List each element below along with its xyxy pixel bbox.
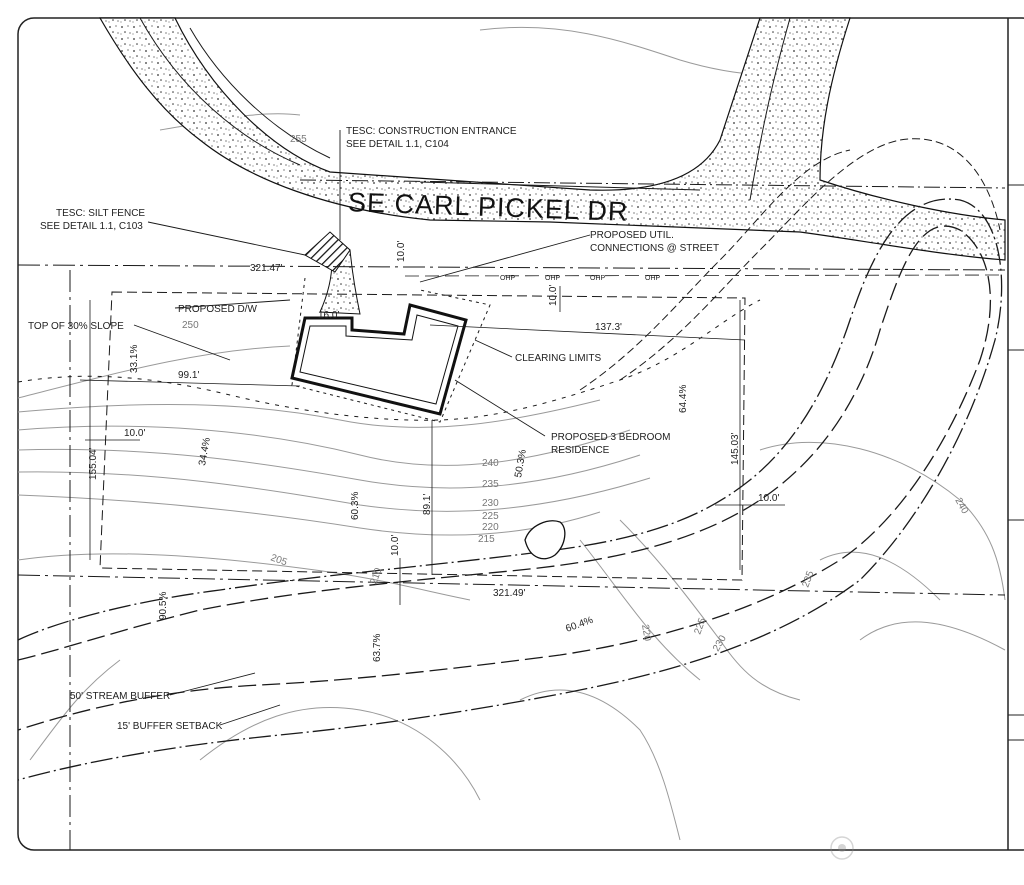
ohp-label-4: OHP	[645, 275, 661, 282]
dim-slope-7: 63.7%	[372, 634, 383, 662]
contour-label-240a: 240	[482, 458, 499, 469]
dim-east-line: 145.03'	[730, 432, 741, 465]
dim-slope-5: 64.4%	[678, 385, 689, 413]
boulder	[524, 520, 566, 560]
dim-slope-1: 33.1%	[129, 345, 140, 373]
contour-label-255: 255	[290, 134, 307, 145]
clearing-limits-line	[291, 277, 491, 423]
dim-setback-north: 10.0'	[396, 241, 407, 262]
dimension-lines	[79, 286, 785, 605]
dim-driveway-width: 16.0'	[318, 310, 339, 321]
contour-lines	[17, 26, 1006, 841]
callout-residence-2: RESIDENCE	[551, 445, 610, 456]
contour-label-225b: 225	[692, 616, 708, 636]
ohp-label-1: OHP	[500, 275, 516, 282]
ohp-label-2: OHP	[545, 275, 561, 282]
callout-proposed-dw: PROPOSED D/W	[178, 304, 257, 315]
contour-label-220: 220	[482, 522, 499, 533]
callout-labels: TESC: CONSTRUCTION ENTRANCE SEE DETAIL 1…	[28, 126, 719, 732]
callout-silt-fence: TESC: SILT FENCE	[56, 208, 145, 219]
callout-stream-buffer: 50' STREAM BUFFER	[70, 691, 170, 702]
title-block-dividers	[1008, 184, 1024, 741]
dim-south-offset: 89.1'	[422, 494, 433, 515]
dim-slope-2: 34.4%	[197, 437, 213, 467]
dim-slope-8: 60.4%	[564, 615, 595, 635]
contour-label-250: 250	[182, 320, 199, 331]
callout-buffer-setback: 15' BUFFER SETBACK	[117, 721, 223, 732]
dim-setback-east: 10.0'	[758, 493, 779, 504]
dim-slope-3: 60.3%	[350, 492, 361, 520]
dim-setback-south: 10.0'	[390, 535, 401, 556]
dim-west-line: 155.04'	[88, 447, 99, 480]
contour-label-225: 225	[482, 511, 499, 522]
callout-util-connections-2: CONNECTIONS @ STREET	[590, 243, 719, 254]
stream-buffer-line	[17, 225, 991, 731]
contour-label-235b: 235	[800, 569, 816, 589]
dim-setback-north-2: 10.0'	[548, 285, 559, 306]
buffer-setback-line	[17, 198, 1003, 781]
contour-label-220b: 220	[639, 624, 653, 643]
proposed-residence	[290, 303, 468, 416]
callout-util-connections-1: PROPOSED UTIL.	[590, 230, 674, 241]
road-edges	[139, 17, 1006, 201]
dim-setback-west: 10.0'	[124, 428, 145, 439]
top-of-slope-line	[17, 299, 761, 421]
callout-clearing-limits: CLEARING LIMITS	[515, 353, 601, 364]
setback-lines	[99, 291, 746, 581]
dim-east-offset: 137.3'	[595, 322, 622, 333]
callout-construction-entrance-detail: SEE DETAIL 1.1, C104	[346, 139, 449, 150]
sheet-border	[17, 17, 1024, 851]
contour-label-215: 215	[478, 534, 495, 545]
stream-centerline	[579, 138, 1001, 391]
dim-north-line: 321.47'	[250, 263, 283, 274]
road-gravel	[98, 17, 1006, 315]
leader-lines	[133, 130, 591, 726]
dim-west-offset: 99.1'	[178, 370, 199, 381]
camera-watermark-icon	[830, 836, 854, 860]
callout-construction-entrance: TESC: CONSTRUCTION ENTRANCE	[346, 126, 517, 137]
callout-residence-1: PROPOSED 3 BEDROOM	[551, 432, 670, 443]
contour-label-235a: 235	[482, 479, 499, 490]
property-lines	[17, 264, 1006, 850]
dim-slope-6: 90.5%	[158, 592, 169, 620]
contour-label-210: 210	[368, 566, 384, 586]
callout-top-of-slope: TOP OF 30% SLOPE	[28, 321, 124, 332]
dim-slope-4: 50.3%	[513, 449, 529, 479]
callout-silt-fence-detail: SEE DETAIL 1.1, C103	[40, 221, 143, 232]
dim-south-line: 321.49'	[493, 588, 526, 599]
ohp-label-3: OHP	[590, 275, 606, 282]
contour-label-230: 230	[482, 498, 499, 509]
contour-label-240b: 240	[952, 496, 970, 516]
contour-labels: 255 250 240 235 230 225 220 215 205 210 …	[182, 134, 970, 654]
